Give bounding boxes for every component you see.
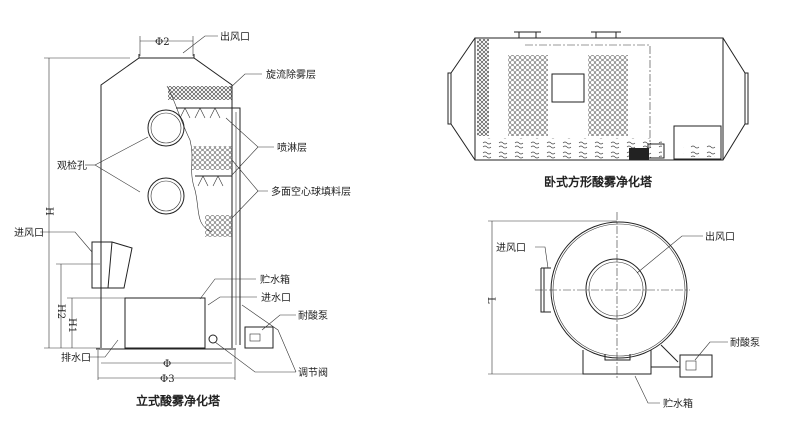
dim-phi3: Φ3 <box>160 374 175 385</box>
tower-body <box>100 57 233 348</box>
inspection-window <box>551 73 585 103</box>
top-view-dimension <box>488 220 617 375</box>
horizontal-water-tank <box>673 125 722 160</box>
dim-h: H <box>43 207 54 216</box>
center-lines <box>535 212 690 380</box>
inlet-duct <box>91 241 133 289</box>
pump-pipe <box>660 344 679 363</box>
packing-block-left <box>508 55 548 136</box>
label-outlet: 出风口 <box>220 30 250 43</box>
inspection-hole-lower <box>147 177 185 215</box>
horizontal-tower-drawing <box>447 31 749 161</box>
horizontal-body <box>474 37 724 161</box>
leader-lines <box>40 35 297 373</box>
valve <box>208 334 218 344</box>
dimension-lines <box>44 36 236 380</box>
label-spray-layer: 喷淋层 <box>277 141 307 154</box>
dim-phi2: Φ2 <box>155 37 170 48</box>
label-pump: 耐酸泵 <box>298 309 328 322</box>
label-packing-layer: 多面空心球填料层 <box>271 185 351 198</box>
label-demister: 旋流除雾层 <box>266 68 316 81</box>
top-view-drawing <box>488 212 728 404</box>
top-label-outlet: 出风口 <box>705 230 735 243</box>
top-label-water-tank: 贮水箱 <box>663 397 693 410</box>
water-sump <box>477 138 662 159</box>
horizontal-tower-title: 卧式方形酸雾净化塔 <box>544 174 653 189</box>
label-valve: 调节阀 <box>298 366 328 379</box>
label-inlet: 进风口 <box>14 227 44 239</box>
pump <box>244 326 274 349</box>
circulation-pipe <box>232 107 241 345</box>
label-water-inlet: 进水口 <box>261 292 291 304</box>
top-view-pump <box>679 354 713 378</box>
top-flanges <box>514 31 621 38</box>
top-view-water-tank <box>582 350 652 375</box>
inspection-hole-upper <box>147 109 185 147</box>
label-water-tank: 贮水箱 <box>260 273 290 286</box>
horizontal-pump <box>629 148 649 160</box>
vertical-tower-drawing <box>40 35 297 380</box>
top-view-inlet <box>540 267 551 313</box>
top-view-leaders <box>535 235 728 404</box>
top-label-inlet: 进风口 <box>496 242 526 254</box>
label-drain: 排水口 <box>61 351 91 364</box>
packing-layer-lower <box>205 215 232 237</box>
packing-layer-upper <box>192 146 232 170</box>
outlet-circle <box>585 258 647 320</box>
packing-block-right <box>588 55 628 136</box>
dim-h1: H1 <box>66 318 77 333</box>
dim-l: L <box>485 297 496 304</box>
demister-layer <box>168 86 232 100</box>
vertical-tower-title: 立式酸雾净化塔 <box>136 393 221 408</box>
demister-panel <box>477 39 489 136</box>
dim-phi: Φ <box>163 359 171 370</box>
top-label-pump: 耐酸泵 <box>730 336 760 349</box>
label-inspection-hole: 观检孔 <box>57 159 87 172</box>
water-tank <box>124 297 206 349</box>
dim-h2: H2 <box>55 304 66 319</box>
